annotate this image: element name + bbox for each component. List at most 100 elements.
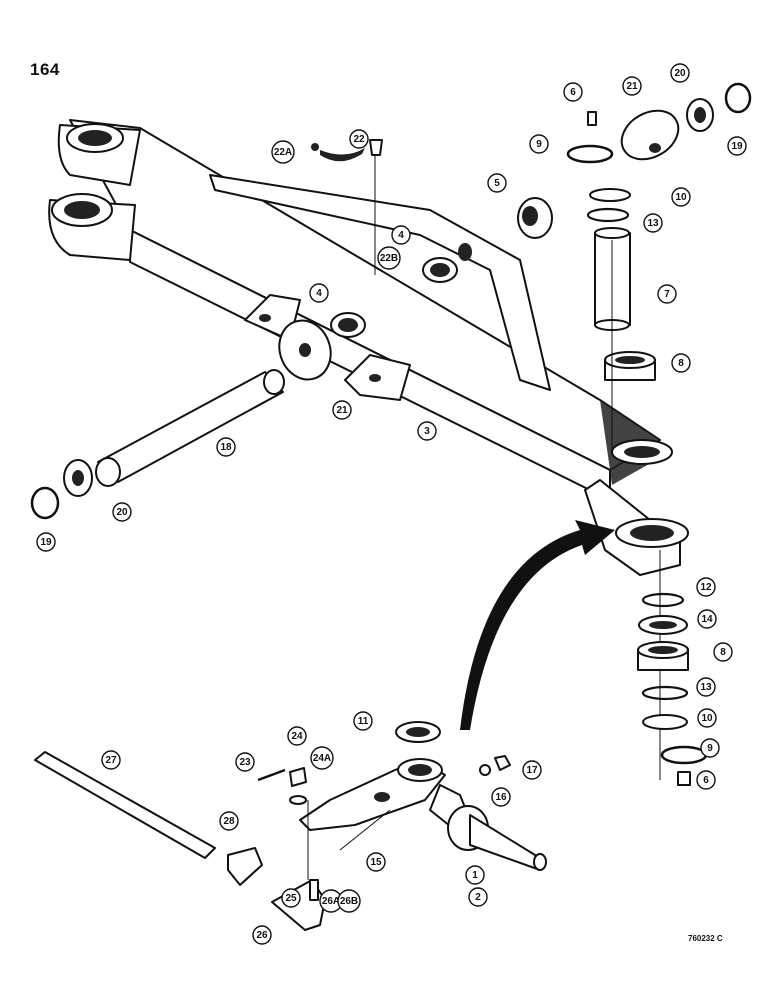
callout-20: 20 [670,63,690,83]
callout-21: 21 [622,76,642,96]
washer-20-left [63,459,93,497]
callout-circle [670,63,690,83]
thrust-bearing-14 [638,615,688,635]
washer-24a [289,795,307,805]
callout-circle [522,760,542,780]
callout-2: 2 [468,887,488,907]
callout-label: 5 [494,178,500,189]
seal-12 [641,592,685,608]
callout-16: 16 [491,787,511,807]
callout-circle [366,852,386,872]
callout-label: 21 [626,81,638,92]
callout-circle [643,213,663,233]
callout-label: 20 [116,507,128,518]
callout-label: 22A [274,147,292,158]
callout-label: 7 [664,289,670,300]
callout-circle [563,82,583,102]
callout-circle [622,76,642,96]
callout-24: 24 [287,726,307,746]
callout-label: 24 [291,731,303,742]
callout-circle [696,577,716,597]
callout-circle [36,532,56,552]
callout-label: 4 [398,230,404,241]
callout-22a: 22A [271,140,295,164]
callout-label: 9 [707,743,713,754]
callout-27: 27 [101,750,121,770]
callout-circle [697,609,717,629]
callout-22: 22 [349,129,369,149]
callout-10: 10 [697,708,717,728]
shim-10-bottom [642,714,688,730]
callout-circle [252,925,272,945]
callout-7: 7 [657,284,677,304]
bushing-4 [330,312,366,338]
callout-9: 9 [529,134,549,154]
callout-25: 25 [281,888,301,908]
callout-circle [696,677,716,697]
callout-circle [235,752,255,772]
castle-nut-24 [289,767,307,787]
bushing-5 [517,197,553,239]
callout-label: 11 [358,716,369,727]
callout-label: 8 [678,358,684,369]
callout-label: 2 [475,892,481,903]
callout-6: 6 [696,770,716,790]
callout-label: 15 [370,857,382,868]
callout-5: 5 [487,173,507,193]
callout-circle [391,225,411,245]
callout-label: 23 [239,757,251,768]
needle-bearing-8-top [604,351,656,381]
callout-20: 20 [112,502,132,522]
callout-9: 9 [700,738,720,758]
callout-circle [216,437,236,457]
callout-10: 10 [671,187,691,207]
callout-circle [281,888,301,908]
callout-8: 8 [713,642,733,662]
callout-circle [529,134,549,154]
callout-19: 19 [727,136,747,156]
nut-17 [494,755,511,771]
callout-label: 21 [336,405,348,416]
shim-10-top [589,188,631,202]
callout-circle [713,642,733,662]
callout-label: 3 [424,426,430,437]
callout-label: 13 [700,682,712,693]
tie-rod-end [271,879,326,931]
bolt-15 [339,809,391,851]
needle-bearing-8-bottom [637,641,689,671]
callout-circle [671,187,691,207]
callout-circle [353,711,373,731]
pivot-pin [95,369,285,487]
callout-circle [465,865,485,885]
callout-label: 6 [570,87,576,98]
callout-14: 14 [697,609,717,629]
callout-label: 1 [472,870,478,881]
callout-circle [337,889,361,913]
callout-6: 6 [563,82,583,102]
callout-19: 19 [36,532,56,552]
page-number: 164 [30,60,60,79]
callout-label: 14 [701,614,713,625]
callout-circle [377,246,401,270]
callout-circle [468,887,488,907]
callout-1: 1 [465,865,485,885]
callout-circle [349,129,369,149]
callout-label: 8 [720,647,726,658]
callout-label: 28 [223,816,235,827]
callout-label: 10 [701,713,713,724]
callout-circle [417,421,437,441]
callout-label: 19 [731,141,743,152]
callout-17: 17 [522,760,542,780]
callout-label: 10 [675,192,687,203]
grease-fitting-6-top [587,111,597,126]
callout-label: 22 [353,134,365,145]
callout-label: 18 [220,442,232,453]
callout-28: 28 [219,811,239,831]
callout-26: 26 [252,925,272,945]
callout-circle [332,400,352,420]
callout-circle [491,787,511,807]
snap-ring-9-top [566,144,614,164]
washer-21-right [620,109,680,161]
callout-label: 19 [40,537,52,548]
